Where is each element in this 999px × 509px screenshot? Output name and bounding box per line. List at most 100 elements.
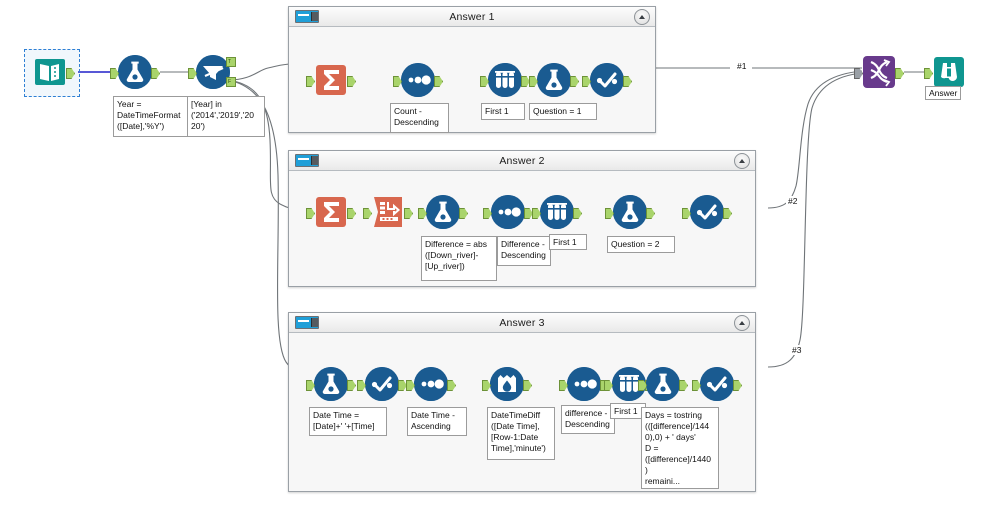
output-anchor[interactable] xyxy=(570,76,579,87)
container-enable-toggle[interactable] xyxy=(295,154,319,167)
tool-container-answer-1[interactable]: Answer 1 Co xyxy=(288,6,656,133)
formula-tool-year[interactable] xyxy=(110,55,160,89)
sort-tool[interactable] xyxy=(393,63,443,97)
input-anchor[interactable] xyxy=(110,68,119,79)
input-anchor[interactable] xyxy=(482,380,491,391)
formula-tool-days[interactable] xyxy=(638,367,688,401)
flask-icon xyxy=(426,195,460,229)
input-anchor[interactable] xyxy=(532,208,541,219)
filter-annotation: [Year] in ('2014','2019','20 20') xyxy=(187,96,265,137)
input-anchor[interactable] xyxy=(306,380,315,391)
select-tool[interactable] xyxy=(682,195,732,229)
sort-tool-datetime[interactable] xyxy=(406,367,456,401)
formula-tool-difference[interactable] xyxy=(418,195,468,229)
formula-annotation: Question = 1 xyxy=(529,103,597,120)
output-anchor[interactable] xyxy=(459,208,468,219)
input-anchor[interactable] xyxy=(480,76,489,87)
input-anchor[interactable] xyxy=(363,208,372,219)
input-anchor[interactable] xyxy=(605,208,614,219)
chevron-up-icon[interactable] xyxy=(734,153,750,169)
sample-annotation: First 1 xyxy=(549,234,587,250)
false-output-anchor[interactable]: F xyxy=(226,77,236,87)
browse-tool[interactable] xyxy=(924,55,966,89)
input-anchor[interactable] xyxy=(306,76,315,87)
tool-container-answer-2[interactable]: Answer 2 xyxy=(288,150,756,287)
sort-datetime-annotation: Date Time - Ascending xyxy=(407,407,467,436)
input-anchor[interactable] xyxy=(638,380,647,391)
sort-tool-difference[interactable] xyxy=(559,367,609,401)
input-anchor[interactable] xyxy=(854,68,863,79)
select-tool[interactable] xyxy=(582,63,632,97)
output-anchor[interactable] xyxy=(524,208,533,219)
crosstab-tool[interactable] xyxy=(363,195,413,229)
input-anchor[interactable] xyxy=(692,380,701,391)
container-header: Answer 2 xyxy=(289,151,755,171)
output-anchor[interactable] xyxy=(623,76,632,87)
output-anchor[interactable] xyxy=(347,380,356,391)
summarize-tool[interactable] xyxy=(306,195,356,229)
output-anchor[interactable] xyxy=(573,208,582,219)
select-tool-final[interactable] xyxy=(692,367,742,401)
multi-row-formula-tool[interactable] xyxy=(482,367,532,401)
output-anchor[interactable] xyxy=(723,208,732,219)
container-title: Answer 2 xyxy=(499,154,545,167)
union-helix-icon xyxy=(863,56,895,88)
input-anchor[interactable] xyxy=(406,380,415,391)
output-anchor[interactable] xyxy=(66,68,75,79)
output-anchor[interactable] xyxy=(404,208,413,219)
formula-tool-question[interactable] xyxy=(605,195,655,229)
input-anchor[interactable] xyxy=(559,380,568,391)
chevron-up-icon[interactable] xyxy=(734,315,750,331)
container-enable-toggle[interactable] xyxy=(295,10,319,23)
input-anchor[interactable] xyxy=(483,208,492,219)
input-data-tool[interactable] xyxy=(33,55,75,89)
sample-tool[interactable] xyxy=(480,63,530,97)
container-enable-toggle[interactable] xyxy=(295,316,319,329)
input-anchor[interactable] xyxy=(393,76,402,87)
formula-tool-datetime[interactable] xyxy=(306,367,356,401)
true-output-anchor[interactable]: T xyxy=(226,57,236,67)
output-anchor[interactable] xyxy=(151,68,160,79)
sample-tool[interactable] xyxy=(532,195,582,229)
summarize-tool[interactable] xyxy=(306,63,356,97)
input-anchor[interactable] xyxy=(582,76,591,87)
output-anchor[interactable] xyxy=(646,208,655,219)
binoculars-icon xyxy=(934,57,964,87)
input-anchor[interactable] xyxy=(188,68,197,79)
input-anchor[interactable] xyxy=(529,76,538,87)
filter-tool[interactable]: T F xyxy=(188,55,236,89)
output-anchor[interactable] xyxy=(679,380,688,391)
input-anchor[interactable] xyxy=(306,208,315,219)
output-anchor[interactable] xyxy=(434,76,443,87)
chevron-up-icon[interactable] xyxy=(634,9,650,25)
output-anchor[interactable] xyxy=(521,76,530,87)
input-anchor[interactable] xyxy=(418,208,427,219)
book-icon xyxy=(35,59,65,85)
tool-container-answer-3[interactable]: Answer 3 Date Time = [Date]+' '+[Time] xyxy=(288,312,756,492)
output-anchor[interactable] xyxy=(733,380,742,391)
formula-datetime-annotation: Date Time = [Date]+' '+[Time] xyxy=(309,407,387,436)
select-tool[interactable] xyxy=(357,367,407,401)
test-tubes-icon xyxy=(540,195,574,229)
output-anchor[interactable] xyxy=(523,380,532,391)
check-dots-icon xyxy=(365,367,399,401)
output-anchor[interactable] xyxy=(398,380,407,391)
output-anchor[interactable] xyxy=(347,208,356,219)
true-anchor-label: T xyxy=(228,59,232,65)
sort-tool[interactable] xyxy=(483,195,533,229)
container-body: Difference = abs ([Down_river]- [Up_rive… xyxy=(289,171,755,287)
union-input-label-3: #3 xyxy=(790,345,804,355)
union-tool[interactable] xyxy=(854,55,904,89)
formula-tool[interactable] xyxy=(529,63,579,97)
input-anchor[interactable] xyxy=(357,380,366,391)
input-anchor[interactable] xyxy=(924,68,933,79)
input-anchor[interactable] xyxy=(604,380,613,391)
input-anchor[interactable] xyxy=(682,208,691,219)
output-anchor[interactable] xyxy=(347,76,356,87)
output-anchor[interactable] xyxy=(895,68,904,79)
sigma-icon xyxy=(316,65,346,95)
output-anchor[interactable] xyxy=(447,380,456,391)
sort-dots-icon xyxy=(401,63,435,97)
formula-year-annotation: Year = DateTimeFormat ([Date],'%Y') xyxy=(113,96,189,137)
